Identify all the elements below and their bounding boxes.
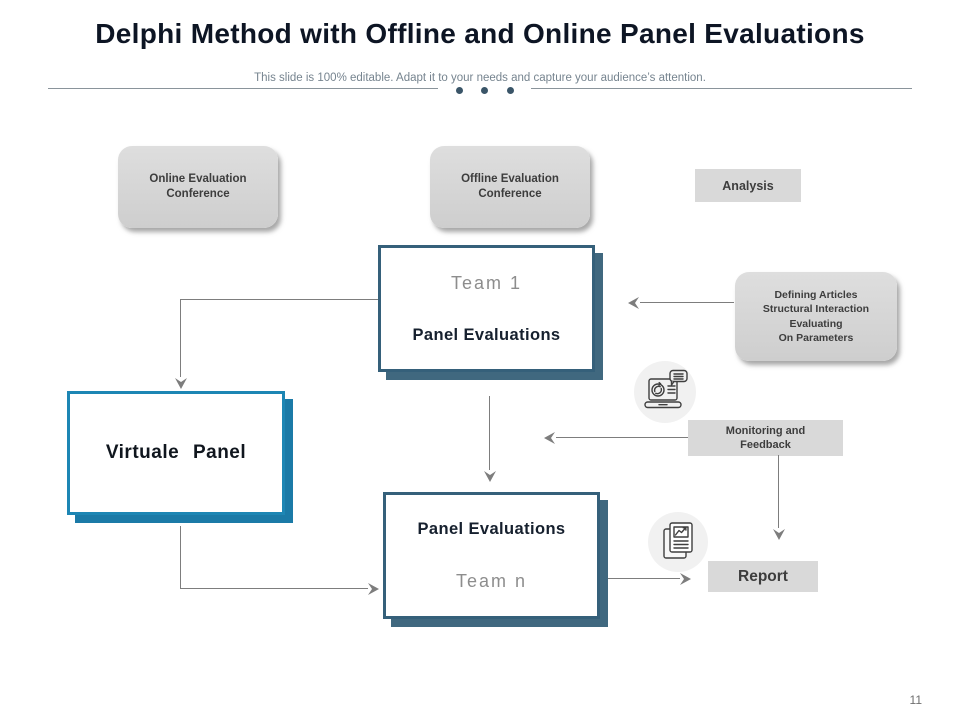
arrowhead-left-icon bbox=[628, 297, 639, 309]
arrowhead-right-icon bbox=[680, 573, 691, 585]
arrowhead-down-icon bbox=[773, 529, 785, 540]
page-number: 11 bbox=[909, 693, 922, 707]
arrowhead-right-icon bbox=[368, 583, 379, 595]
decorative-dot bbox=[456, 87, 463, 94]
connector-virtuale-to-teamn-h bbox=[180, 588, 368, 589]
team-1-label: Team 1 bbox=[450, 272, 523, 293]
connector-team1-to-virtuale-h bbox=[180, 299, 378, 300]
decorative-dot bbox=[481, 87, 488, 94]
page-title: Delphi Method with Offline and Online Pa… bbox=[95, 18, 865, 49]
node-report: Report bbox=[708, 561, 818, 592]
laptop-communication-icon bbox=[634, 361, 696, 423]
node-monitoring-feedback: Monitoring and Feedback bbox=[688, 420, 843, 456]
decorative-dot bbox=[507, 87, 514, 94]
arrowhead-down-icon bbox=[484, 471, 496, 482]
divider-line-left bbox=[48, 88, 438, 89]
team-n-panel-evaluations-label: Panel Evaluations bbox=[417, 519, 566, 538]
report-document-icon bbox=[648, 512, 708, 572]
connector-team1-to-teamn bbox=[489, 396, 490, 470]
connector-monitoring-to-report bbox=[778, 455, 779, 528]
team-n-label: Team n bbox=[455, 570, 528, 591]
node-team-1-panel: Team 1 Panel Evaluations bbox=[378, 245, 595, 372]
connector-team1-to-virtuale-v bbox=[180, 299, 181, 377]
virtuale-panel-label: Virtuale Panel bbox=[105, 442, 247, 463]
node-online-evaluation-conference: Online Evaluation Conference bbox=[118, 146, 278, 228]
connector-defining-to-team1 bbox=[640, 302, 734, 303]
connector-teamn-to-report bbox=[608, 578, 680, 579]
divider-line-right bbox=[531, 88, 912, 89]
arrowhead-down-icon bbox=[175, 378, 187, 389]
connector-virtuale-to-teamn-v bbox=[180, 526, 181, 588]
node-defining-articles: Defining Articles Structural Interaction… bbox=[735, 272, 897, 361]
node-offline-evaluation-conference: Offline Evaluation Conference bbox=[430, 146, 590, 228]
slide-subtitle: This slide is 100% editable. Adapt it to… bbox=[254, 72, 706, 84]
arrowhead-left-icon bbox=[544, 432, 555, 444]
team-1-panel-evaluations-label: Panel Evaluations bbox=[412, 325, 561, 344]
node-team-n-panel: Panel Evaluations Team n bbox=[383, 492, 600, 619]
connector-monitoring-left bbox=[556, 437, 688, 438]
node-analysis: Analysis bbox=[695, 169, 801, 202]
node-virtuale-panel: Virtuale Panel bbox=[67, 391, 285, 515]
